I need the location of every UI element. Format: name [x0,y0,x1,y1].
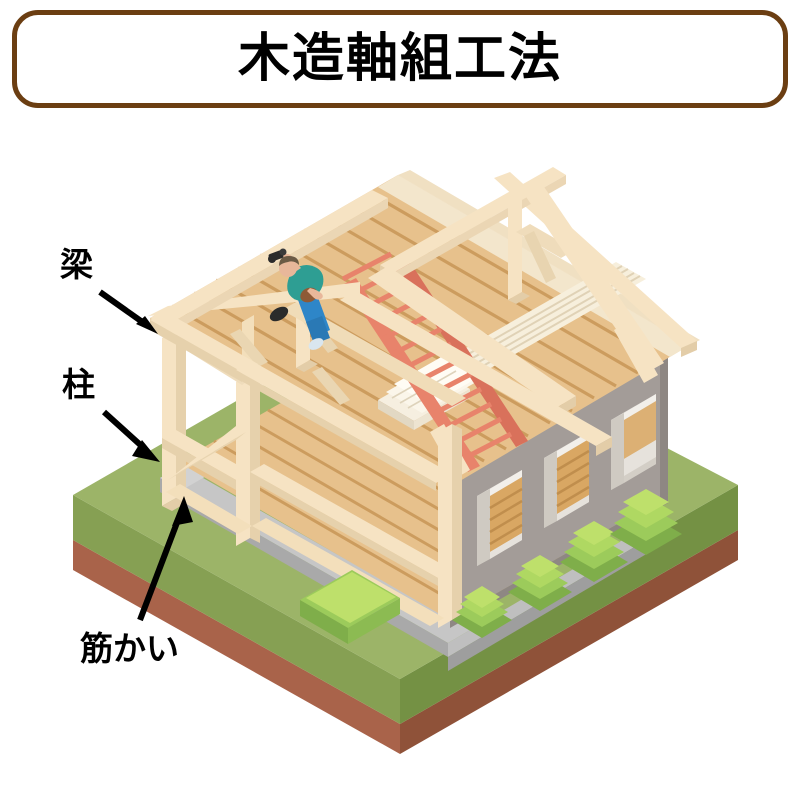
label-arrows [98,289,193,622]
truss-strut-right [524,231,556,283]
rafter-center-long [368,266,576,408]
label-brace: 筋かい [80,629,179,668]
worker-hair [279,256,299,266]
arrow-beam [98,289,158,334]
bush-4 [610,489,682,555]
page-title: 木造軸組工法 [237,29,562,89]
arrow-brace [137,496,193,622]
girder-main [236,361,452,483]
worker-head [279,259,297,277]
diagonal-brace [168,426,246,480]
window-opening-3 [611,394,656,490]
window-opening-2 [544,432,590,528]
bush-1 [452,586,512,638]
bush-3 [560,521,628,582]
title-box: 木造軸組工法 [12,10,788,108]
bush-hedge-left [300,570,400,644]
window-opening-1 [477,470,523,566]
label-beam: 梁 [60,245,93,284]
label-post: 柱 [62,365,95,404]
brace-roof-a [230,329,268,367]
beam-mid-rail-right [250,464,452,578]
brace-roof-b [312,367,350,405]
worker [268,248,330,350]
rafter-tail-right [614,322,658,383]
wall-right-return [660,330,668,500]
wall-base-shadow [450,495,668,628]
post-corner-front [162,330,176,506]
truss-king-post [508,190,522,300]
worker-tool [268,248,287,263]
sill-beam-left [166,484,252,534]
soil-front-left [73,540,400,754]
bush-2 [508,555,572,611]
bushes [300,489,682,644]
rafter-eave-left [340,291,612,446]
top-beam-left [150,312,258,372]
post-wall-corner [438,424,452,628]
soil-front-right [400,530,738,754]
post-mid [236,374,250,546]
truss-rafter-upper-right [516,224,575,258]
lawn-side-left [73,495,400,724]
worker-boot-back [269,306,289,322]
worker-boot-front [308,338,324,350]
worker-arm-lower [307,288,323,300]
arrow-post [101,409,160,462]
timber-frame-left [150,312,462,628]
diagonal-brace-shade [168,432,246,480]
